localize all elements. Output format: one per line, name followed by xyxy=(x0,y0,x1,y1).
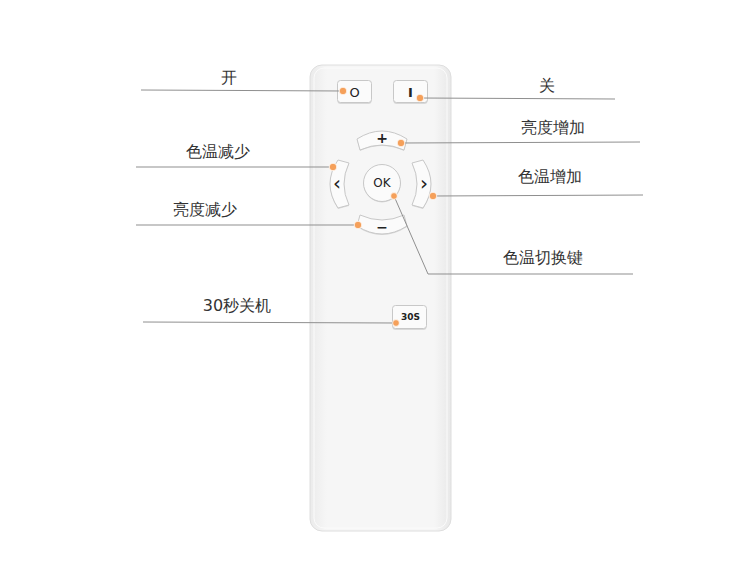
button-label: − xyxy=(376,220,388,234)
power-off-button: I xyxy=(393,80,428,104)
button-label: + xyxy=(376,131,388,145)
button-face xyxy=(364,165,401,202)
remote-housing xyxy=(310,65,451,531)
callout-label: 色温切换键 xyxy=(503,248,583,267)
leader-line xyxy=(394,196,633,274)
button-label: 30S xyxy=(401,313,420,322)
button-shadow xyxy=(357,132,407,151)
leader-line xyxy=(136,225,358,226)
button-face xyxy=(393,306,427,329)
button-shadow xyxy=(412,161,431,209)
button-face xyxy=(394,81,428,103)
leader-line xyxy=(433,195,643,196)
leader-dot xyxy=(329,163,337,171)
leader-line xyxy=(141,90,343,91)
leader-dot xyxy=(393,320,400,327)
leader-line xyxy=(420,98,615,99)
button-shadow xyxy=(393,307,427,331)
callout-label: 开 xyxy=(221,68,237,87)
button-shadow xyxy=(364,166,401,203)
brightness-up-button: + xyxy=(356,130,408,152)
button-face xyxy=(357,215,407,234)
leader-dot xyxy=(339,87,347,95)
leader-dot xyxy=(429,192,437,200)
button-face xyxy=(338,81,372,103)
leader-line xyxy=(401,142,640,143)
callout-label: 关 xyxy=(539,76,555,95)
button-label: ‹ xyxy=(333,173,341,193)
button-face xyxy=(412,160,431,208)
ok-button: OK xyxy=(363,164,401,202)
button-shadow xyxy=(338,82,372,105)
leader-dot xyxy=(397,139,405,147)
button-face xyxy=(330,160,349,208)
callout-label: 色温增加 xyxy=(518,167,582,186)
button-shadow xyxy=(330,161,349,209)
brightness-down-button: − xyxy=(356,213,408,235)
callout-label: 色温减少 xyxy=(186,142,250,161)
leader-dot xyxy=(391,193,398,200)
button-label: › xyxy=(420,173,428,193)
callout-label: 亮度减少 xyxy=(173,200,237,219)
button-face xyxy=(357,131,407,150)
button-shadow xyxy=(394,82,428,105)
power-on-button: O xyxy=(337,80,372,104)
leader-dot xyxy=(354,221,362,229)
timer-off-button: 30S xyxy=(392,305,427,330)
button-label: I xyxy=(408,86,413,99)
leader-dot xyxy=(416,94,424,102)
button-label: OK xyxy=(373,177,390,189)
leader-line xyxy=(143,322,396,323)
remote-highlight xyxy=(314,68,447,528)
button-shadow xyxy=(357,216,407,235)
callout-label: 30秒关机 xyxy=(203,296,271,315)
callout-label: 亮度增加 xyxy=(521,118,585,137)
button-label: O xyxy=(349,86,359,99)
color-temp-up-button: › xyxy=(410,159,432,209)
color-temp-down-button: ‹ xyxy=(329,159,351,209)
leader-line xyxy=(136,167,333,168)
